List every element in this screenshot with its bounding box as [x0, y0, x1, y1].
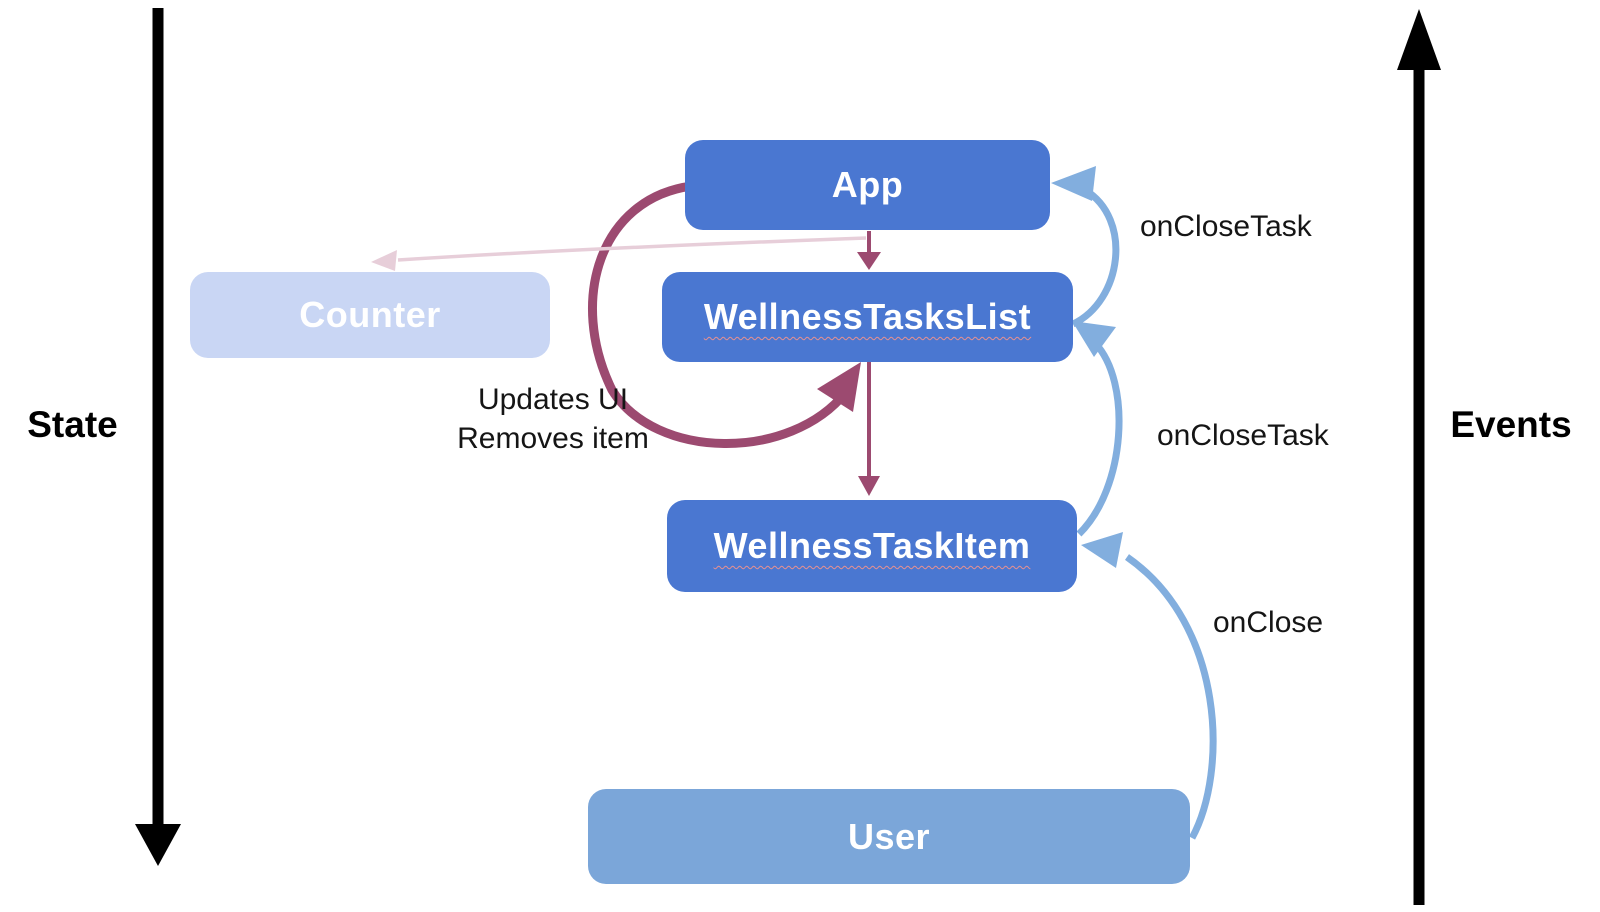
- events-axis-arrow: [1397, 9, 1441, 905]
- app-to-counter-arrow: [371, 236, 867, 271]
- node-counter: Counter: [190, 272, 550, 358]
- node-app-label: App: [831, 164, 904, 205]
- edge-label-state-loop: Updates UI Removes item: [418, 380, 688, 458]
- node-user-label: User: [847, 815, 931, 857]
- edge-label-state-loop-line2: Removes item: [457, 422, 649, 455]
- taskslist-to-taskitem-arrow: [858, 362, 880, 496]
- edge-label-onclosetask-top: onCloseTask: [1140, 210, 1312, 243]
- taskslist-to-app-event-arrow: [1051, 166, 1120, 328]
- node-app: App: [685, 140, 1050, 230]
- events-axis-label: Events: [1450, 404, 1572, 445]
- node-user: User: [588, 789, 1190, 884]
- edge-label-onclosetask-mid: onCloseTask: [1157, 419, 1329, 452]
- state-axis-arrow: [135, 8, 181, 866]
- state-loop-arrow: [588, 181, 861, 448]
- user-to-taskitem-event-arrow: [1081, 532, 1217, 840]
- node-wellness-task-item-label: WellnessTaskItem: [713, 525, 1031, 566]
- node-counter-label: Counter: [299, 294, 441, 335]
- node-wellness-tasks-list: WellnessTasksList: [662, 272, 1073, 362]
- edge-label-state-loop-line1: Updates UI: [477, 383, 629, 416]
- node-wellness-tasks-list-label: WellnessTasksList: [703, 296, 1032, 337]
- edge-label-onclose: onClose: [1213, 606, 1324, 639]
- taskitem-to-taskslist-event-arrow: [1072, 321, 1123, 537]
- app-to-taskslist-arrow: [857, 231, 881, 270]
- state-axis-label: State: [27, 404, 118, 445]
- node-wellness-task-item: WellnessTaskItem: [667, 500, 1077, 592]
